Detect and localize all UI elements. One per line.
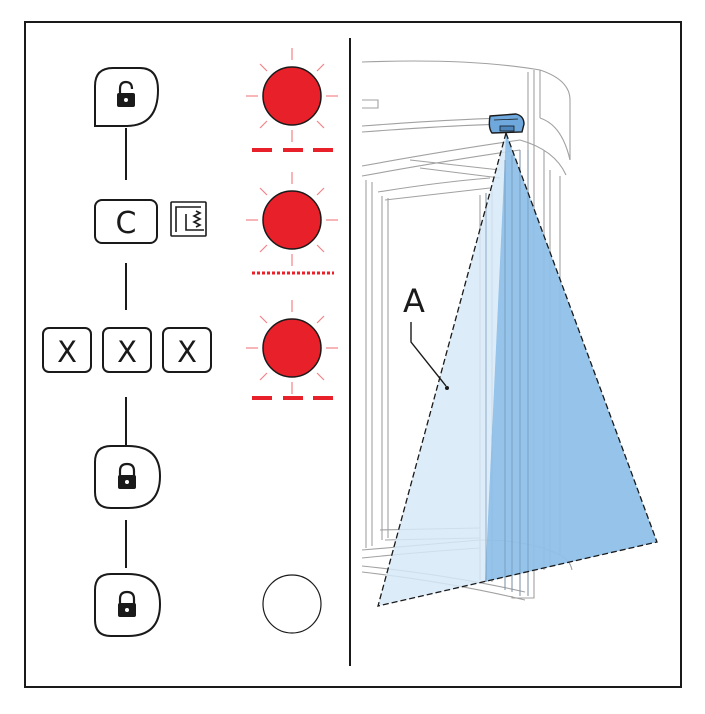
lock-key-button-2: [94, 573, 162, 637]
x-key-button-1: X: [42, 327, 92, 373]
led-indicator-2: [246, 172, 338, 275]
svg-text:X: X: [117, 335, 137, 369]
sensor-label-a: A: [403, 282, 425, 320]
relay-switch-icon: [170, 201, 207, 237]
x-key-button-3: X: [162, 327, 212, 373]
x-key-button-2: X: [102, 327, 152, 373]
svg-text:X: X: [57, 335, 77, 369]
led-indicator-1: [246, 48, 338, 152]
unlocked-padlock-icon: [117, 80, 135, 107]
locked-padlock-icon: [118, 590, 136, 617]
svg-text:X: X: [177, 335, 197, 369]
unlock-key-button: [94, 67, 160, 127]
label-a-leader: [410, 322, 447, 387]
c-key-button: C: [94, 199, 158, 244]
locked-padlock-icon: [118, 462, 136, 489]
revolving-door-illustration: A: [361, 60, 658, 607]
lock-key-button-1: [94, 445, 162, 509]
motion-sensor-icon: [488, 113, 525, 134]
led-indicator-off: [262, 574, 322, 634]
led-indicator-3: [246, 300, 338, 400]
c-key-label: C: [116, 206, 137, 241]
